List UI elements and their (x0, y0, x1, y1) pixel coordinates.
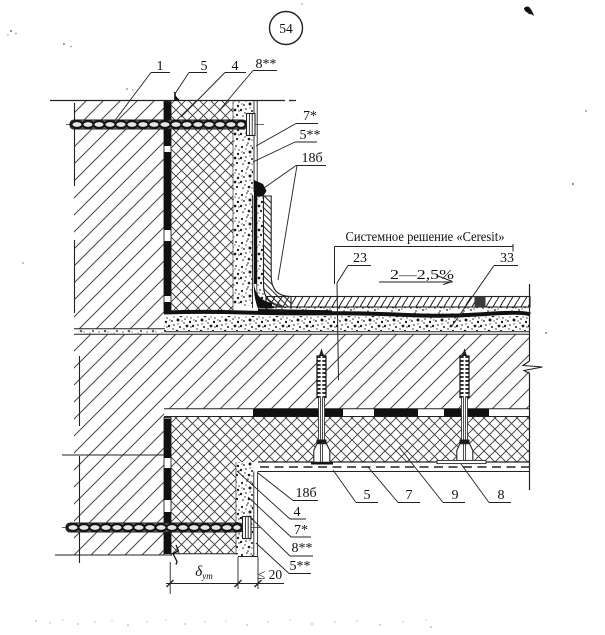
svg-text:≤ 20: ≤ 20 (258, 567, 283, 582)
svg-text:5**: 5** (300, 128, 321, 143)
svg-text:8: 8 (498, 488, 505, 503)
svg-text:Системное решение «Ceresit»: Системное решение «Ceresit» (346, 229, 505, 244)
svg-text:23: 23 (353, 251, 367, 266)
svg-text:8**: 8** (292, 541, 313, 556)
svg-text:4: 4 (294, 505, 301, 520)
svg-text:18б: 18б (295, 486, 316, 501)
svg-text:5**: 5** (290, 559, 311, 574)
svg-text:9: 9 (452, 488, 459, 503)
svg-text:8**: 8** (256, 57, 277, 72)
svg-text:7*: 7* (294, 523, 308, 538)
svg-text:δут: δут (195, 564, 213, 581)
svg-text:33: 33 (500, 251, 514, 266)
svg-text:54: 54 (279, 21, 293, 36)
svg-text:7*: 7* (303, 109, 317, 124)
svg-text:1: 1 (157, 59, 164, 74)
svg-text:2—2,5%: 2—2,5% (390, 267, 454, 282)
svg-text:18б: 18б (301, 151, 322, 166)
svg-text:5: 5 (364, 488, 371, 503)
svg-text:7: 7 (406, 488, 413, 503)
svg-text:4: 4 (232, 59, 239, 74)
svg-text:5: 5 (201, 59, 208, 74)
